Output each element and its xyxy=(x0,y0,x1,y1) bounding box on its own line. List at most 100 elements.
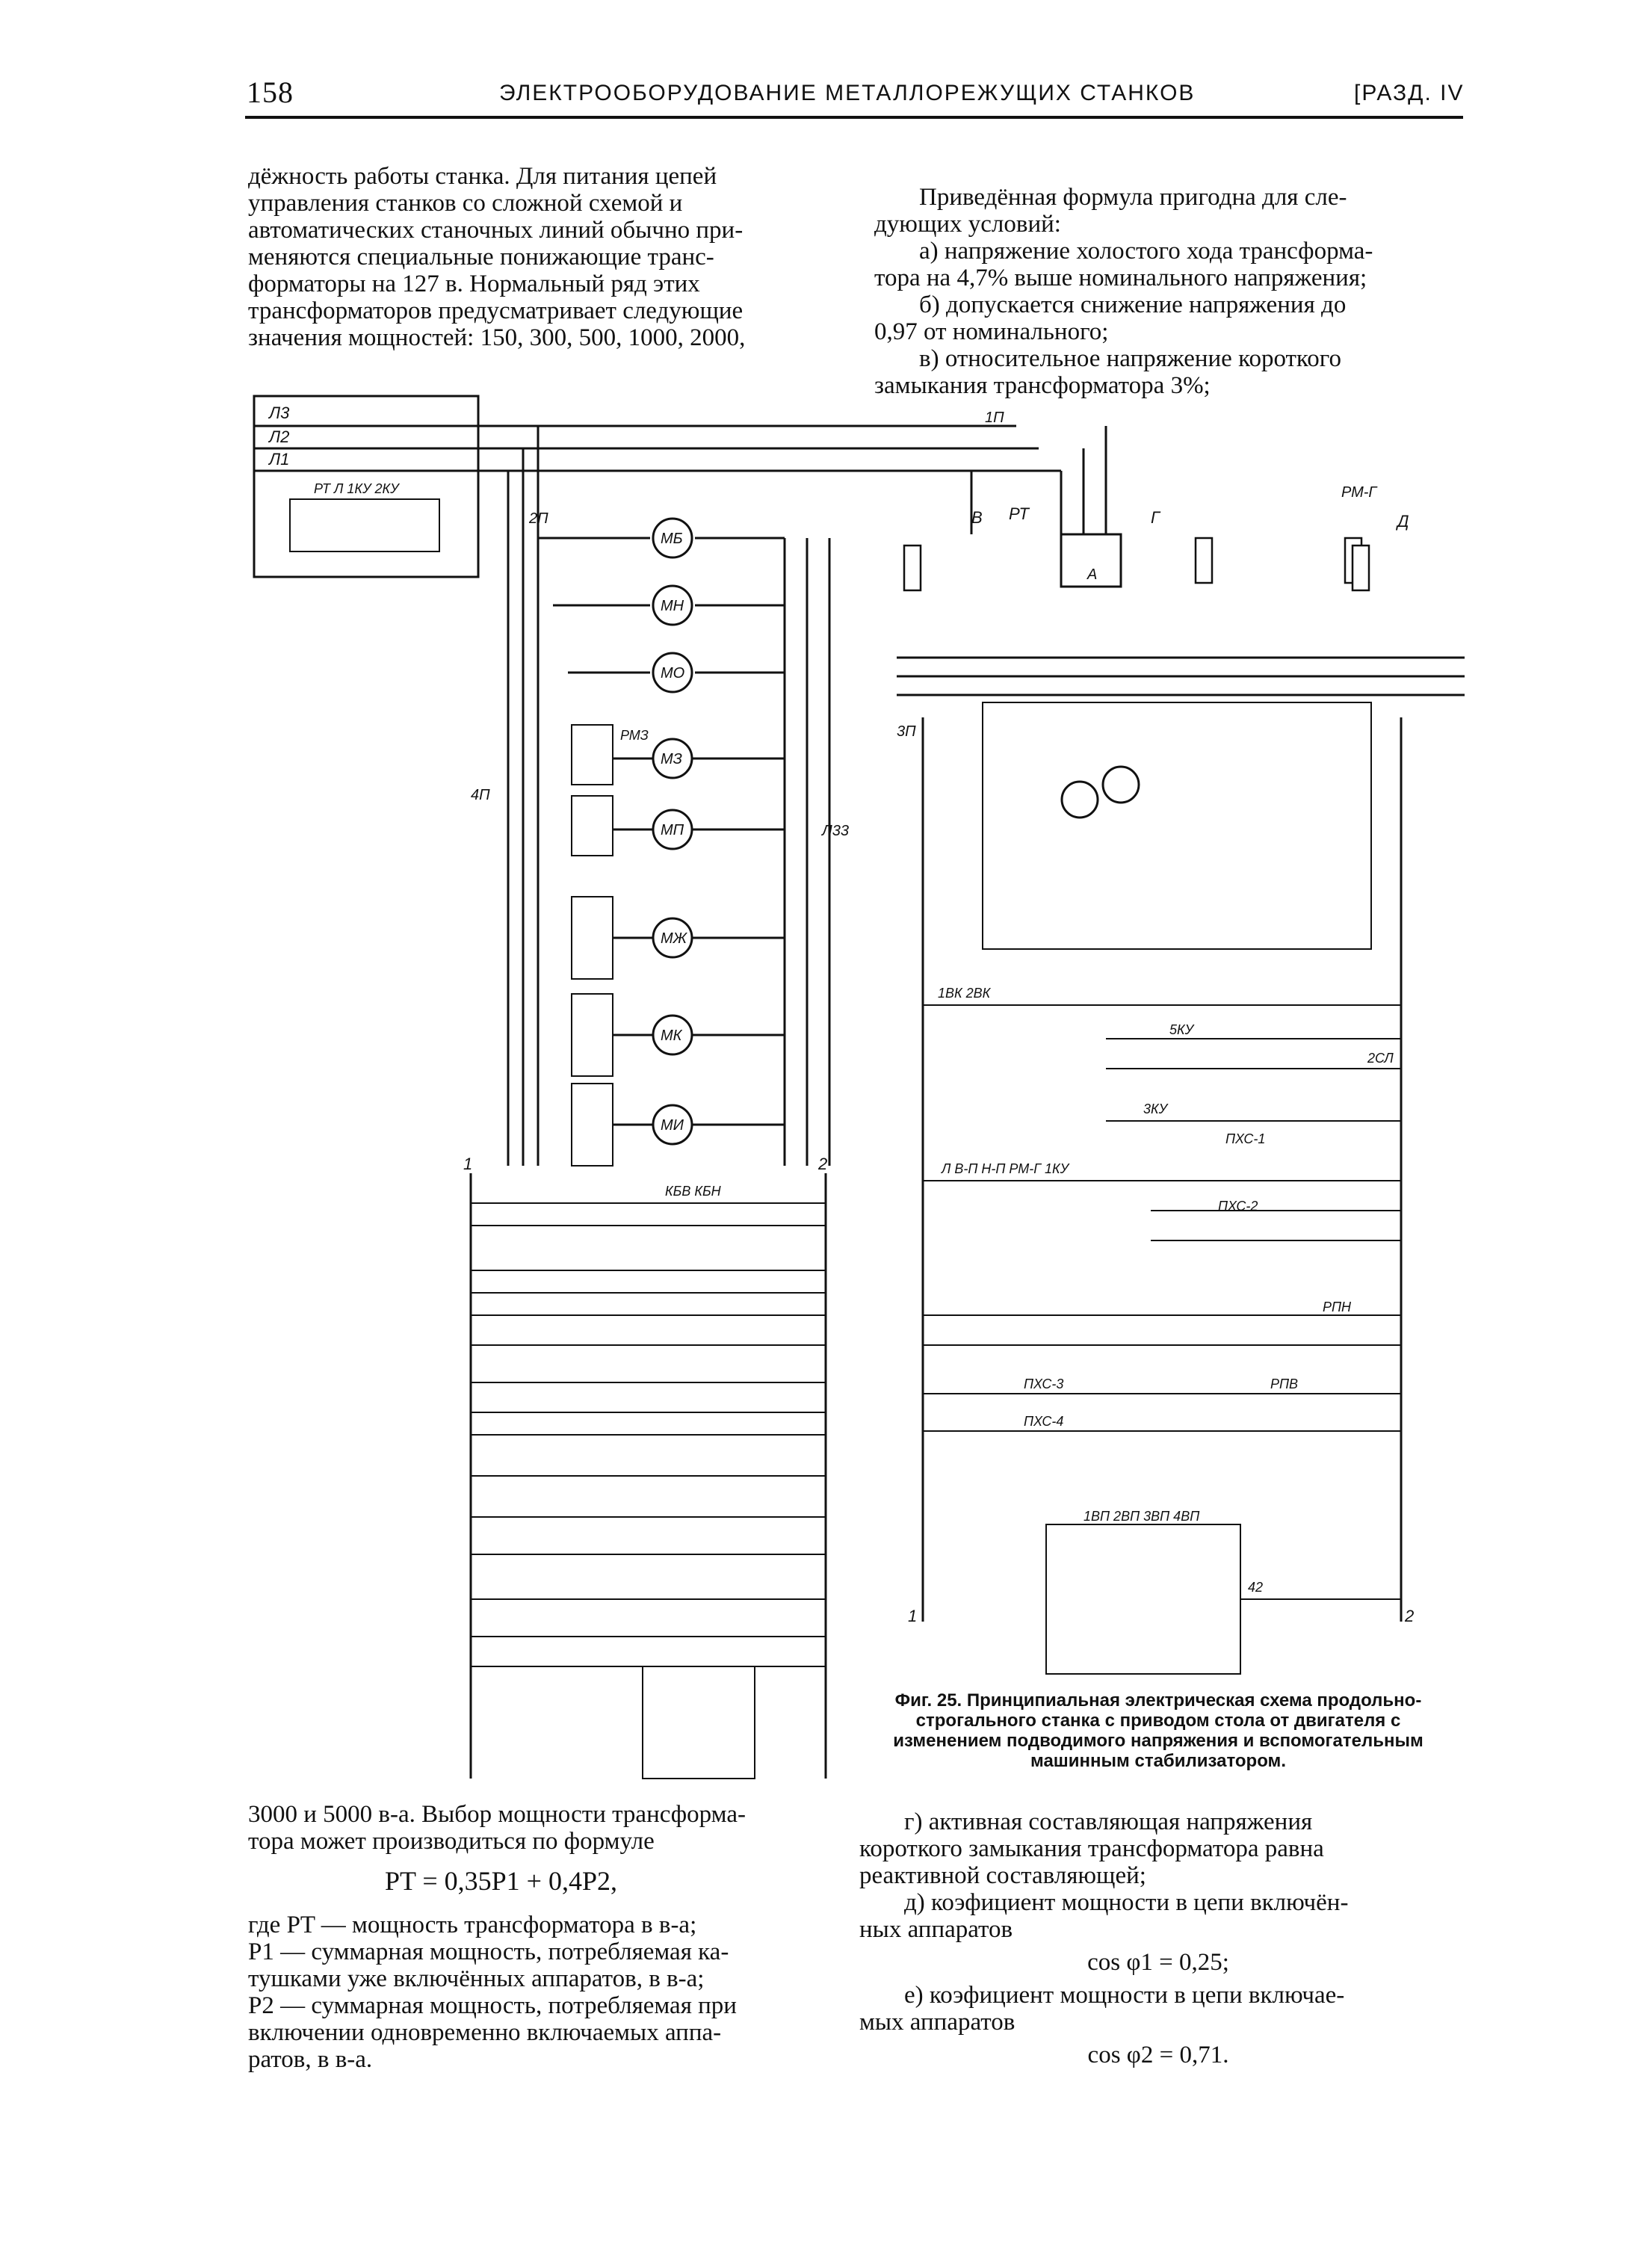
text-line: форматоры на 127 в. Нормальный ряд этих xyxy=(248,271,700,297)
pxs3-label: ПХС-3 xyxy=(1024,1376,1063,1391)
text-line: тора на 4,7% выше номинального напряжени… xyxy=(874,265,1367,291)
contactor-block-mz xyxy=(571,724,613,785)
supply-switch-label: РТ Л 1КУ 2КУ xyxy=(314,481,400,496)
relay-stack xyxy=(642,1666,755,1779)
phase-l3: Л3 xyxy=(268,404,290,422)
text-line: меняются специальные понижающие транс- xyxy=(248,244,714,271)
rmg-label: РМ-Г xyxy=(1341,484,1378,501)
node-1-right: 1 xyxy=(908,1607,917,1625)
text-line: г) активная составляющая напряжения xyxy=(904,1808,1313,1835)
vk-label: 1ВК 2ВК xyxy=(938,986,992,1001)
motor-mb-label: МБ xyxy=(661,531,683,547)
motor-mo xyxy=(652,652,693,693)
supply-enclosure xyxy=(253,395,480,578)
motor-mb xyxy=(652,517,693,559)
formula-cos2: cos φ2 = 0,71. xyxy=(1087,2042,1229,2068)
text-line: тора может производиться по формуле xyxy=(248,1828,655,1855)
text-line: е) коэфициент мощности в цепи включае- xyxy=(904,1982,1345,2009)
formula-cos1: cos φ1 = 0,25; xyxy=(1087,1949,1229,1976)
node-42-label: 42 xyxy=(1248,1580,1263,1595)
text-line: мых аппаратов xyxy=(859,2009,1016,2036)
text-line: Приведённая формула пригодна для сле- xyxy=(919,184,1347,211)
switch-box xyxy=(289,498,440,552)
header-rule xyxy=(245,116,1463,119)
l33-label: Л33 xyxy=(820,823,849,839)
contactor-block-mi xyxy=(571,1083,613,1167)
motor-mo-label: МО xyxy=(661,665,684,682)
section-label: [РАЗД. IV xyxy=(1354,81,1465,105)
ctrl-row-label: Л В-П Н-П РМ-Г 1КУ xyxy=(941,1161,1070,1176)
text-line: тушками уже включённых аппаратов, в в-а; xyxy=(248,1965,705,1992)
text-line: ных аппаратов xyxy=(859,1916,1013,1943)
text-line: 3000 и 5000 в-а. Выбор мощности трансфор… xyxy=(248,1801,746,1828)
fuse-2p-label: 2П xyxy=(528,510,548,527)
machine-p xyxy=(1060,780,1099,819)
motor-mp-label: МП xyxy=(661,822,684,838)
kbv-label: КБВ КБН xyxy=(665,1184,722,1199)
node-2-right: 2 xyxy=(1404,1607,1414,1625)
csl-label: 2СЛ xyxy=(1367,1051,1394,1066)
vp-relay-block xyxy=(1045,1524,1241,1675)
text-line: включении одновременно включаемых аппа- xyxy=(248,2019,722,2046)
text-line: 0,97 от номинального; xyxy=(874,318,1109,345)
phase-l1: Л1 xyxy=(268,450,289,469)
text-line: управления станков со сложной схемой и xyxy=(248,190,683,217)
text-line: значения мощностей: 150, 300, 500, 1000,… xyxy=(248,324,746,351)
rmz-label: РМЗ xyxy=(620,728,649,743)
text-line: трансформаторов предусматривает следующи… xyxy=(248,297,744,324)
amplifier-a xyxy=(1060,533,1122,588)
fuse-3p-label: 3П xyxy=(897,723,916,740)
bottom-right-paragraph: г) активная составляющая напряжения коро… xyxy=(859,1808,1457,2074)
phase-l2: Л2 xyxy=(268,427,289,446)
coil-g xyxy=(1194,537,1214,584)
text-line: где PT — мощность трансформатора в в-а; xyxy=(248,1912,697,1938)
text-line: б) допускается снижение напряжения до xyxy=(919,291,1347,318)
generator-block: А В Г РМ-Г Д 3П 1 2 xyxy=(897,484,1465,1625)
text-line: в) относительное напряжение короткого xyxy=(919,345,1341,372)
gen-d-label: Д xyxy=(1395,512,1409,531)
text-line: короткого замыкания трансформатора равна xyxy=(859,1835,1324,1862)
stabilizer-block xyxy=(982,702,1372,950)
pxs4-label: ПХС-4 xyxy=(1024,1414,1063,1429)
pxs1-label: ПХС-1 xyxy=(1225,1131,1265,1146)
text-line: замыкания трансформатора 3%; xyxy=(874,372,1211,399)
phase-bus: 1П РТ xyxy=(254,410,1107,534)
text-line: ратов, в в-а. xyxy=(248,2046,373,2073)
rpn-label: РПН xyxy=(1323,1300,1352,1314)
figure-caption: Фиг. 25. Принципиальная электрическая сх… xyxy=(893,1690,1423,1771)
bottom-left-definitions: где PT — мощность трансформатора в в-а; … xyxy=(248,1912,861,2073)
motor-mzh-label: МЖ xyxy=(661,930,688,947)
ku-label-3: 3КУ xyxy=(1143,1101,1169,1116)
text-line: P2 — суммарная мощность, потребляемая пр… xyxy=(248,1992,737,2019)
motor-mn xyxy=(652,584,693,626)
ku-label-5: 5КУ xyxy=(1169,1022,1195,1037)
text-line: реактивной составляющей; xyxy=(859,1862,1146,1889)
coil-d xyxy=(1351,544,1370,592)
contactor-block-mk xyxy=(571,993,613,1077)
text-line: дующих условий: xyxy=(874,211,1061,238)
contactor-block-mzh xyxy=(571,896,613,980)
text-line: автоматических станочных линий обычно пр… xyxy=(248,217,744,244)
text-line: а) напряжение холостого хода трансформа- xyxy=(919,238,1373,265)
amp-label: А xyxy=(1086,566,1097,583)
text-line: дёжность работы станка. Для питания цепе… xyxy=(248,163,717,190)
vp-label: 1ВП 2ВП 3ВП 4ВП xyxy=(1084,1509,1200,1524)
fuse-4p-label: 4П xyxy=(471,787,490,803)
fuse-1p-label: 1П xyxy=(985,410,1004,426)
motor-mz-label: МЗ xyxy=(661,751,682,767)
left-control-ladder: 1 2 КБВ КБН xyxy=(463,1155,827,1779)
formula-pt: PT = 0,35P1 + 0,4P2, xyxy=(385,1866,618,1896)
top-right-paragraph: Приведённая формула пригодна для сле- ду… xyxy=(874,184,1472,399)
motor-group: МБ МН МО МЗ РМЗ МП МЖ МК МИ xyxy=(538,517,785,1167)
contactor-block-mp xyxy=(571,795,613,856)
top-left-paragraph: дёжность работы станка. Для питания цепе… xyxy=(248,163,846,351)
machine-nb xyxy=(1101,765,1140,804)
text-line: д) коэфициент мощности в цепи включён- xyxy=(904,1889,1349,1916)
gen-g-label: Г xyxy=(1151,508,1161,527)
supply-block: Л3 Л2 Л1 РТ Л 1КУ 2КУ xyxy=(253,395,480,578)
page-number: 158 xyxy=(247,75,294,109)
bottom-left-paragraph: 3000 и 5000 в-а. Выбор мощности трансфор… xyxy=(248,1801,861,1855)
node-1-left: 1 xyxy=(463,1155,472,1173)
motor-mk-label: МК xyxy=(661,1028,683,1044)
